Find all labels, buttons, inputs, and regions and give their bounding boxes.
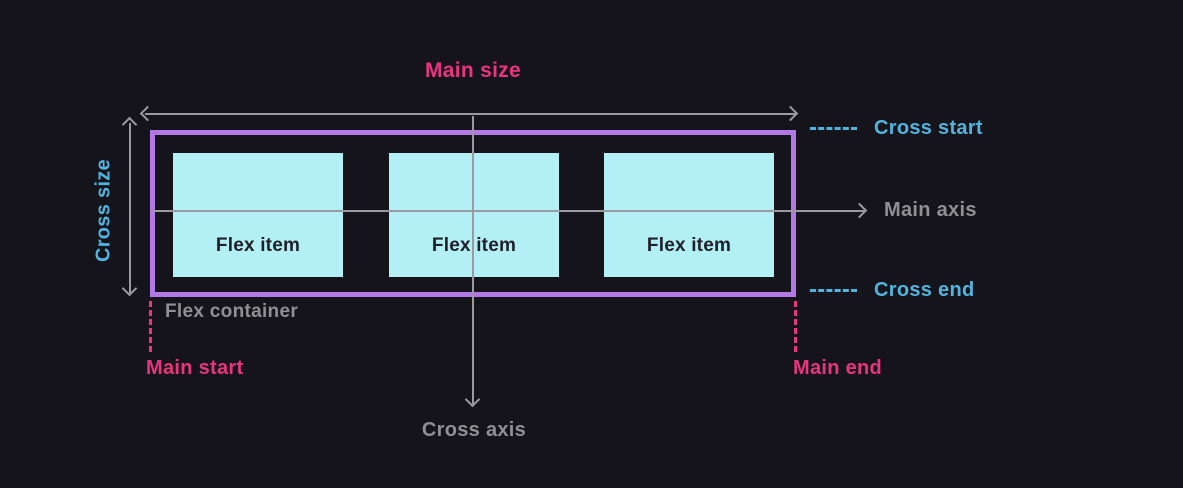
cross-end-label: Cross end bbox=[874, 279, 975, 301]
cross-start-dash-line bbox=[810, 127, 857, 130]
cross-axis-label: Cross axis bbox=[421, 419, 527, 441]
main-size-arrow-line bbox=[145, 113, 797, 115]
arrowhead-down-icon bbox=[464, 391, 481, 408]
flex-item: Flex item bbox=[173, 153, 343, 277]
main-end-label: Main end bbox=[793, 357, 883, 379]
cross-start-label: Cross start bbox=[874, 117, 983, 139]
main-end-dash-line bbox=[794, 301, 797, 352]
flex-container-label: Flex container bbox=[165, 301, 299, 322]
arrowhead-down-icon bbox=[121, 280, 138, 297]
cross-size-arrow-line bbox=[129, 123, 131, 293]
arrowhead-up-icon bbox=[121, 116, 138, 133]
main-axis-label: Main axis bbox=[884, 199, 977, 221]
main-axis-arrow-line bbox=[152, 210, 864, 212]
cross-size-label: Cross size bbox=[92, 158, 115, 263]
main-start-label: Main start bbox=[146, 357, 244, 379]
flex-item: Flex item bbox=[389, 153, 559, 277]
flex-item: Flex item bbox=[604, 153, 774, 277]
cross-end-dash-line bbox=[810, 289, 857, 292]
flex-item-label: Flex item bbox=[215, 235, 301, 256]
arrowhead-right-icon bbox=[782, 105, 799, 122]
flex-item-label: Flex item bbox=[646, 235, 732, 256]
main-size-label: Main size bbox=[424, 59, 522, 82]
cross-axis-arrow-line bbox=[472, 116, 474, 404]
main-start-dash-line bbox=[149, 301, 152, 352]
arrowhead-left-icon bbox=[139, 105, 156, 122]
arrowhead-right-icon bbox=[851, 202, 868, 219]
